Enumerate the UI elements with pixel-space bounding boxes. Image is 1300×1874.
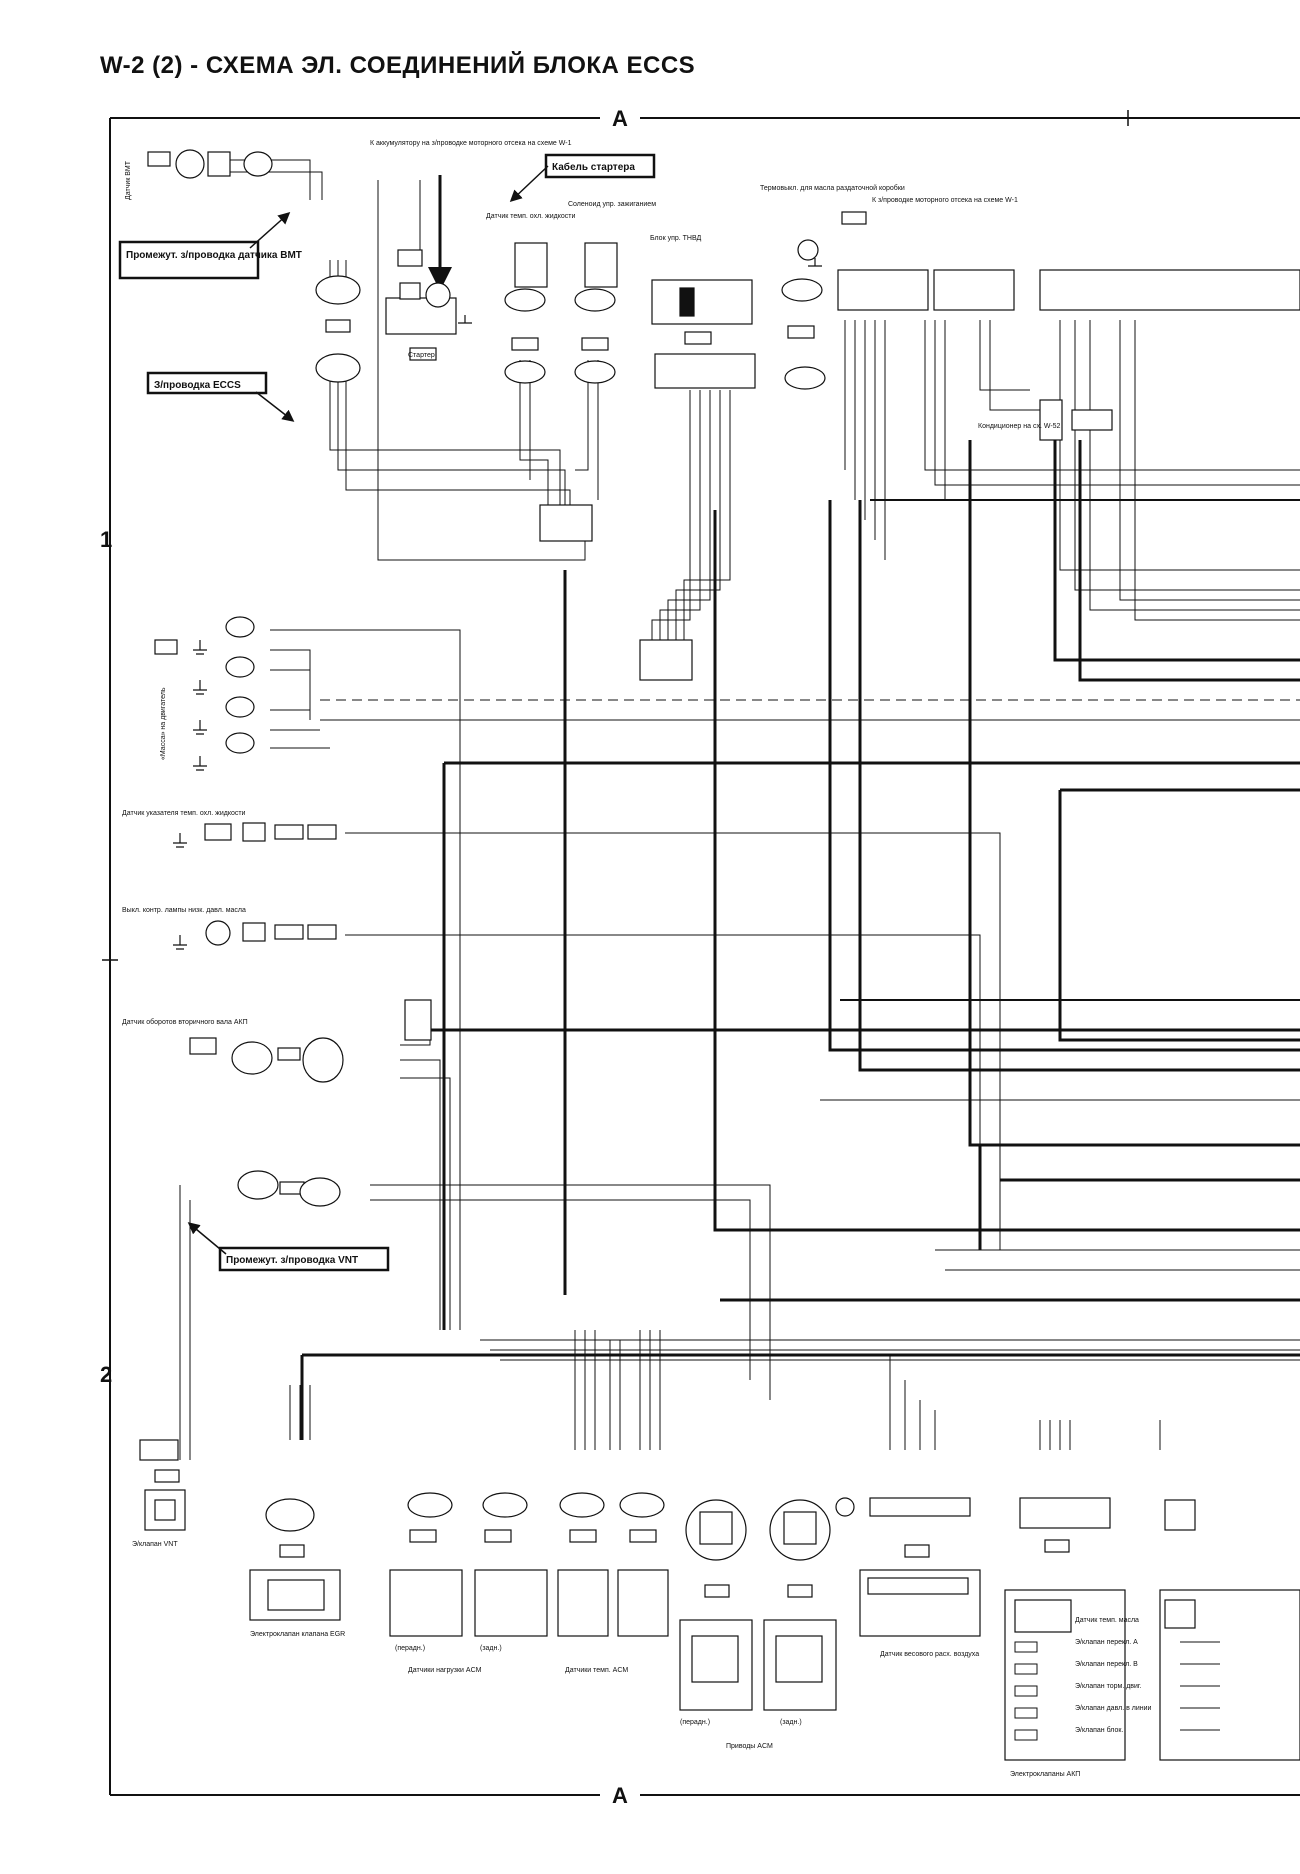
label-ac-compressor: Кондиционер на сх. W-52 [978,423,1061,430]
label-front-load: (перадн.) [395,1645,425,1652]
callout-vnt-harness: Промежут. з/проводка VNT [187,1222,390,1272]
callout-bmt-harness: Промежут. з/проводка датчика BMT [118,211,302,280]
label-bmt-sensor: Датчик ВМТ [125,160,132,200]
frame [102,110,1300,1796]
label-coolant-gauge-sensor: Датчик указателя темп. охл. жидкости [122,810,246,817]
at-solenoid-list-shapes [1014,1641,1220,1741]
label-vnt-valve: Э/клапан VNT [132,1541,178,1548]
ground-symbols [173,258,822,950]
thick-wires [300,175,1300,1440]
label-at-solenoids: Электроклапаны АКП [1010,1771,1080,1778]
callout-starter-cable: Кабель стартера [509,153,656,203]
label-acm-drives: Приводы ACM [726,1743,773,1750]
label-rear-drive: (задн.) [780,1719,802,1726]
callout-vnt-harness-text: Промежут. з/проводка VNT [226,1255,358,1266]
label-to-engine-harness: К з/проводке моторного отсека на схеме W… [872,197,1018,204]
label-starter: Стартер [408,352,435,359]
label-at-list-4: Э/клапан давл. в линии [1075,1705,1152,1712]
page-title: W-2 (2) - СХЕМА ЭЛ. СОЕДИНЕНИЙ БЛОКА ECC… [100,52,696,79]
callout-bmt-harness-text: Промежут. з/проводка датчика BMT [126,250,302,261]
label-rear-load: (задн.) [480,1645,502,1652]
row-marker-1: 1 [100,527,112,552]
label-acm-temp-sensors: Датчики темп. ACM [565,1667,628,1674]
label-engine-ground: «Масса» на двигатель [160,687,167,760]
callout-starter-cable-text: Кабель стартера [552,161,635,173]
label-solenoid: Соленоид упр. зажиганием [568,201,656,208]
label-at-list-2: Э/клапан перекл. B [1075,1661,1138,1668]
label-at-list-3: Э/клапан торм. двиг. [1075,1683,1142,1690]
label-at-list-1: Э/клапан перекл. A [1075,1639,1138,1646]
label-at-speed-sensor: Датчик оборотов вторичного вала АКП [122,1018,248,1026]
label-at-list-5: Э/клапан блок. [1075,1726,1123,1734]
callout-eccs-harness-text: З/проводка ECCS [154,380,241,391]
label-oil-pressure-switch: Выкл. контр. лампы низк. давл. масла [122,907,246,914]
label-maf-sensor: Датчик весового расх. воздуха [880,1651,979,1658]
callout-eccs-harness: З/проводка ECCS [146,371,295,422]
label-at-list-0: Датчик темп. масла [1075,1617,1139,1624]
label-coolant-temp-sensor: Датчик темп. охл. жидкости [486,213,575,220]
frame-marker-top: A [612,106,628,131]
label-egr-valve: Электроклапан клапана EGR [250,1631,345,1638]
label-to-battery: К аккумулятору на з/проводке моторного о… [370,140,572,147]
row-marker-2: 2 [100,1362,112,1387]
label-transfer-oil-temp: Термовыкл. для масла раздаточной коробки [760,184,905,192]
label-tnvd-block: Блок упр. ТНВД [650,235,701,242]
component-labels: Датчик ВМТ К аккумулятору на з/проводке … [122,140,1152,1778]
label-front-drive: (перадн.) [680,1719,710,1726]
label-acm-load-sensors: Датчики нагрузки ACM [408,1667,482,1674]
frame-marker-bottom: A [612,1783,628,1808]
